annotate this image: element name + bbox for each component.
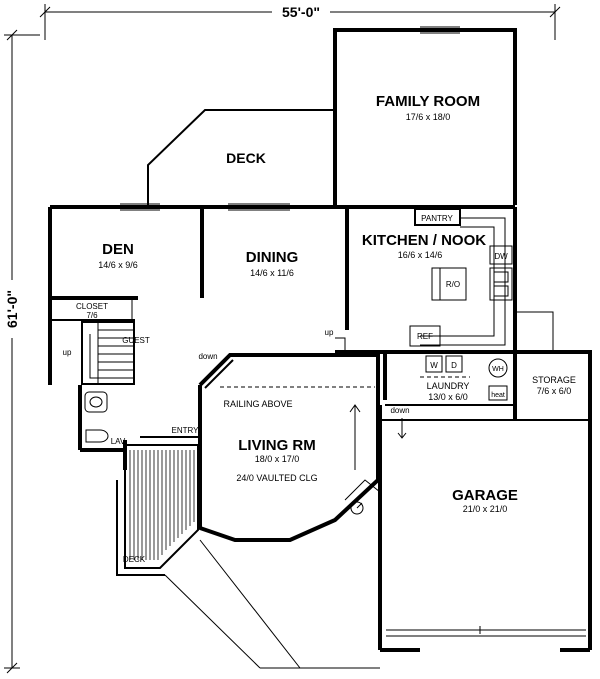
storage-walls: [513, 350, 592, 650]
pantry: [414, 208, 461, 226]
lower-deck: [116, 444, 301, 669]
overall-width-label: 55'-0": [282, 4, 320, 20]
living-down-label: down: [198, 352, 217, 361]
garage-dims: 21/0 x 21/0: [463, 504, 508, 514]
kitchen-island: [431, 267, 467, 301]
upper-deck-outline: [147, 109, 333, 205]
washer-label: W: [430, 361, 438, 370]
entry-label: ENTRY: [172, 426, 200, 435]
kitchen-nook-name: KITCHEN / NOOK: [362, 232, 486, 249]
upper-deck-name: DECK: [226, 150, 266, 166]
kitchen-nook-dims: 16/6 x 14/6: [398, 250, 443, 260]
family-room-dims: 17/6 x 18/0: [406, 112, 451, 122]
heater-label: heat: [491, 392, 505, 399]
living-room-dims: 18/0 x 17/0: [255, 454, 300, 464]
range-oven-label: R/O: [446, 280, 460, 289]
kitchen-walls: [513, 207, 554, 352]
laundry-name: LAUNDRY: [427, 381, 470, 391]
closet-dims: 7/6: [86, 311, 98, 320]
refrigerator-label: REF: [417, 332, 433, 341]
living-room-walls: [198, 353, 381, 542]
laundry-walls: [385, 352, 517, 406]
family-room-name: FAMILY ROOM: [376, 93, 480, 110]
family-room-walls: [333, 26, 517, 205]
den-walls: [48, 207, 204, 385]
railing-above-label: RAILING ABOVE: [223, 399, 292, 409]
main-top-wall: [50, 203, 515, 211]
storage-dims: 7/6 x 6/0: [537, 386, 572, 396]
dryer-label: D: [451, 361, 457, 370]
overall-depth-label: 61'-0": [4, 290, 20, 328]
den-dims: 14/6 x 9/6: [98, 260, 138, 270]
lav-label: LAV: [111, 437, 126, 446]
closet-label: CLOSET: [76, 302, 108, 311]
kitchen-bottom-wall: [335, 337, 555, 400]
living-room-ceiling-note: 24/0 VAULTED CLG: [236, 473, 317, 483]
dining-dims: 14/6 x 11/6: [250, 268, 294, 278]
kitchen-up-label: up: [325, 328, 334, 337]
pantry-label: PANTRY: [421, 214, 453, 223]
garage-down-arrow: [397, 418, 407, 439]
garage-walls: [378, 405, 590, 652]
dishwasher-label: DW: [494, 252, 508, 261]
stair: [81, 321, 135, 385]
guest-closet-label: GUEST: [122, 336, 150, 345]
kitchen-counters: [409, 217, 513, 347]
storage-name: STORAGE: [532, 375, 576, 385]
dining-name: DINING: [246, 249, 299, 266]
stair-up-label: up: [63, 348, 72, 357]
water-heater-label: WH: [492, 366, 504, 373]
depth-dimension-line: [4, 29, 40, 674]
deck-hatching: [129, 450, 195, 560]
garage-name: GARAGE: [452, 487, 518, 504]
den-name: DEN: [102, 241, 134, 258]
garage-down-label: down: [390, 406, 409, 415]
lower-deck-name: DECK: [123, 555, 146, 564]
laundry-dims: 13/0 x 6/0: [428, 392, 468, 402]
lav-fixtures: [84, 391, 109, 443]
living-room-name: LIVING RM: [238, 437, 316, 454]
